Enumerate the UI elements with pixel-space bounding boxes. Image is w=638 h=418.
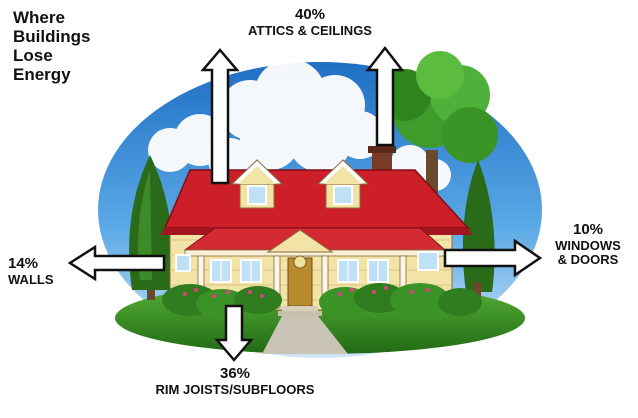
diagram-title: Where Buildings Lose Energy bbox=[13, 8, 90, 84]
windows-label: 10% WINDOWS & DOORS bbox=[546, 221, 630, 268]
attics-text: ATTICS & CEILINGS bbox=[248, 22, 372, 38]
house bbox=[160, 159, 472, 316]
arrow-up-attic-right bbox=[365, 45, 405, 147]
title-line: Lose bbox=[13, 46, 53, 66]
windows-text-line: & DOORS bbox=[557, 252, 619, 268]
walkway bbox=[262, 316, 348, 354]
clouds bbox=[148, 59, 451, 191]
arrow-left-walls bbox=[67, 244, 166, 282]
rim-label: 36% RIM JOISTS/SUBFLOORS bbox=[130, 365, 340, 397]
walls-text: WALLS bbox=[8, 271, 54, 287]
windows-percent: 10% bbox=[572, 221, 604, 238]
arrow-down-rim bbox=[214, 304, 254, 362]
dormer-right bbox=[316, 159, 370, 209]
windows-text-line: WINDOWS bbox=[555, 237, 621, 253]
attics-label: 40% ATTICS & CEILINGS bbox=[220, 6, 400, 38]
arrow-up-attic-left bbox=[200, 48, 240, 185]
rim-percent: 36% bbox=[219, 365, 251, 382]
title-line: Buildings bbox=[13, 27, 91, 47]
title-line: Energy bbox=[13, 65, 71, 85]
arrow-right-windows bbox=[443, 238, 543, 278]
walls-label: 14% WALLS bbox=[8, 255, 64, 287]
title-line: Where bbox=[13, 8, 65, 27]
shrubs bbox=[162, 283, 482, 319]
attics-percent: 40% bbox=[294, 6, 326, 23]
dormer-left bbox=[230, 159, 284, 209]
walls-percent: 14% bbox=[8, 255, 39, 272]
rim-text: RIM JOISTS/SUBFLOORS bbox=[155, 381, 315, 397]
